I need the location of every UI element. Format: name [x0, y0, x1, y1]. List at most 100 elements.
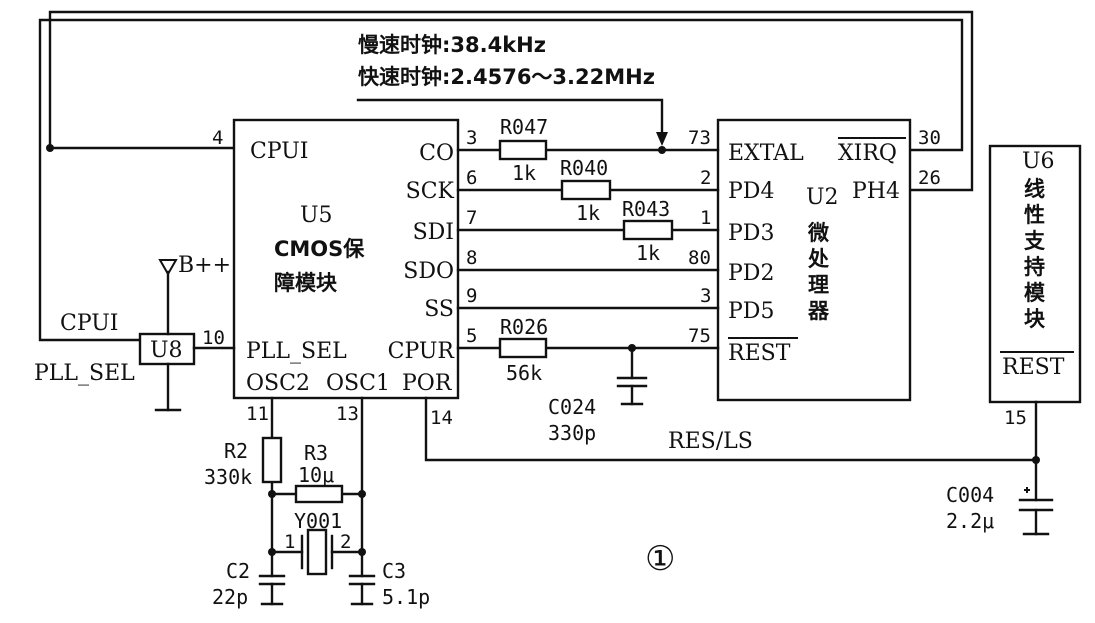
- u2-name-char: 处: [807, 247, 829, 271]
- pin-number: 2: [340, 531, 351, 553]
- pin-number: 10: [202, 327, 225, 349]
- c004-ref: C004: [946, 483, 994, 507]
- resistor-r3: [294, 484, 344, 504]
- junction-dot: [658, 146, 666, 154]
- u5-ref: U5: [300, 203, 333, 228]
- junction-dot: [358, 490, 366, 498]
- c2-ref: C2: [226, 559, 250, 583]
- u6-ref: U6: [1022, 149, 1055, 174]
- bpp-supply-symbol: [158, 259, 178, 277]
- pin-number: 75: [688, 325, 711, 347]
- c024-ref: C024: [548, 395, 596, 419]
- u5-name-line1: CMOS保: [274, 237, 365, 261]
- pin-number: 6: [466, 167, 477, 189]
- pin-number: 11: [246, 403, 269, 425]
- c004-value: 2.2μ: [946, 509, 994, 533]
- r040-value: 1k: [576, 201, 600, 225]
- slow-clock-note: 慢速时钟:38.4kHz: [358, 33, 546, 57]
- junction-dot: [268, 490, 276, 498]
- figure-number: ①: [645, 539, 675, 579]
- r3-value: 10μ: [298, 463, 334, 487]
- pin-number: 26: [918, 167, 941, 189]
- u2-name: 微 处 理 器: [807, 221, 830, 323]
- u6-name-char: 块: [1024, 307, 1046, 331]
- bpp-label: B++: [178, 253, 231, 278]
- u6-name: 线 性 支 持 模 块: [1024, 177, 1046, 331]
- pin-number: 4: [212, 127, 223, 149]
- u5-pin-sck: SCK: [406, 179, 455, 204]
- u5-pin-pll-sel: PLL_SEL: [246, 339, 347, 364]
- u5-pin-sdo: SDO: [403, 259, 454, 284]
- u2-pin-pd3: PD3: [728, 221, 774, 246]
- r026-ref: R026: [500, 315, 548, 339]
- resistor-r040: [560, 179, 612, 201]
- u5-pin-sdi: SDI: [413, 220, 454, 245]
- feedback-wires: [38, 10, 974, 342]
- pin-number: 9: [466, 285, 477, 307]
- u2-ref: U2: [806, 185, 839, 210]
- u2-name-char: 微: [807, 221, 830, 245]
- c3-ref: C3: [382, 559, 406, 583]
- u5-pin-por: POR: [402, 371, 453, 396]
- pin-number: 5: [466, 325, 477, 347]
- r043-ref: R043: [622, 197, 670, 221]
- u6-name-char: 持: [1024, 255, 1045, 279]
- r047-value: 1k: [512, 161, 536, 185]
- fast-clock-note: 快速时钟:2.4576～3.22MHz: [358, 65, 655, 89]
- r026-value: 56k: [506, 361, 542, 385]
- junction-dot: [46, 144, 54, 152]
- r2-value: 330k: [204, 465, 252, 489]
- pin-number: 80: [688, 247, 711, 269]
- u8-ref: U8: [150, 338, 183, 363]
- pin-number: 1: [284, 531, 295, 553]
- u5-pin-osc2: OSC2: [246, 371, 310, 396]
- c2-value: 22p: [212, 585, 248, 609]
- c3-value: 5.1p: [382, 585, 430, 609]
- junction-dot: [268, 548, 276, 556]
- pin-number: 3: [700, 285, 711, 307]
- pin-number: 3: [466, 127, 477, 149]
- u5-pin-ss: SS: [424, 297, 454, 322]
- pin-number: 13: [336, 403, 359, 425]
- pin-number: 7: [466, 207, 477, 229]
- capacitor-c024: [616, 346, 648, 406]
- res-ls-label: RES/LS: [668, 429, 753, 454]
- junction-dot: [358, 548, 366, 556]
- pin-number: 2: [700, 167, 711, 189]
- u2-pin-rest: REST: [728, 341, 791, 366]
- pin-number: 8: [466, 247, 477, 269]
- clock-arrow-head: [656, 132, 668, 146]
- u6-name-char: 支: [1024, 229, 1046, 253]
- u2-pin-xirq: XIRQ: [838, 141, 897, 166]
- u5-pin-co: CO: [419, 141, 454, 166]
- u5-chip: [232, 118, 460, 400]
- resistor-r043: [622, 219, 674, 241]
- u6-name-char: 线: [1024, 177, 1045, 201]
- pin-number: 14: [430, 407, 453, 429]
- capacitor-c3: [348, 574, 376, 606]
- res-ls-wire: [424, 396, 1038, 462]
- u2-name-char: 理: [808, 273, 829, 297]
- r040-ref: R040: [560, 156, 608, 180]
- r043-value: 1k: [636, 241, 660, 265]
- clock-arrow-line: [356, 98, 664, 140]
- pin-number: 30: [918, 127, 941, 149]
- r047-ref: R047: [500, 115, 548, 139]
- crystal-y001: [300, 528, 334, 576]
- junction-dot: [1032, 456, 1040, 464]
- resistor-r026: [498, 337, 548, 359]
- u2-pin-extal: EXTAL: [728, 141, 804, 166]
- capacitor-c2: [258, 574, 286, 606]
- u6-pin-rest: REST: [1002, 355, 1065, 380]
- u5-pin-cpui: CPUI: [250, 139, 308, 164]
- u5-name-line2: 障模块: [274, 271, 338, 295]
- u2-pin-pd4: PD4: [728, 179, 774, 204]
- u8-cpui-label: CPUI: [60, 311, 118, 336]
- pin-number: 1: [700, 207, 711, 229]
- r3-ref: R3: [304, 441, 328, 465]
- u5-pin-osc1: OSC1: [326, 371, 390, 396]
- resistor-r047: [498, 139, 548, 161]
- u2-chip: [716, 118, 912, 402]
- u5-pin-cpur: CPUR: [388, 339, 456, 364]
